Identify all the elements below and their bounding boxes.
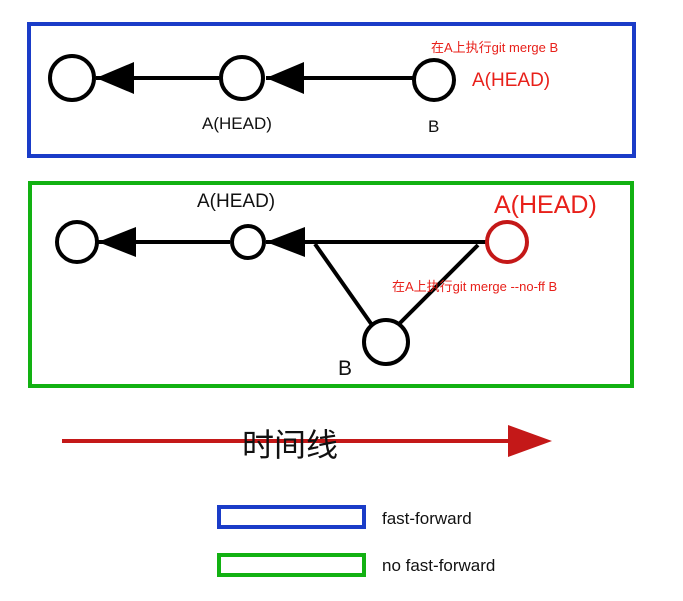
timeline-label: 时间线 <box>242 427 338 463</box>
ff-node-a-label: A(HEAD) <box>202 114 272 133</box>
no-fast-forward-frame <box>28 181 634 388</box>
timeline-arrowhead <box>508 425 552 457</box>
nff-edge-merge-to-b <box>396 243 480 327</box>
nff-commit-b <box>362 318 410 366</box>
nff-node-a-label: A(HEAD) <box>197 191 275 212</box>
no-fast-forward-panel: A(HEAD) A(HEAD) 在A上执行git merge --no-ff B… <box>28 181 634 388</box>
edge-a-to-root-arrowhead <box>96 62 134 94</box>
legend-swatch-no-fast-forward <box>217 553 366 577</box>
commit-a <box>219 55 265 101</box>
nff-node-b-label: B <box>338 357 352 380</box>
nff-edge-merge-to-a-arrowhead <box>266 227 305 257</box>
nff-edge-b-to-fork <box>313 242 374 327</box>
nff-edge-a-to-root-arrowhead <box>98 227 136 257</box>
legend-label-fast-forward: fast-forward <box>382 509 472 528</box>
nff-merge-head-label: A(HEAD) <box>494 191 597 219</box>
ff-command-note: 在A上执行git merge B <box>431 40 558 55</box>
nff-command-note: 在A上执行git merge --no-ff B <box>392 279 557 294</box>
fast-forward-panel: 在A上执行git merge B A(HEAD) A(HEAD) B <box>27 22 636 158</box>
timeline: 时间线 <box>62 425 552 463</box>
commit-root <box>48 54 96 102</box>
legend: fast-forward no fast-forward <box>217 505 495 577</box>
nff-commit-a <box>230 224 266 260</box>
nff-commit-merge <box>485 220 529 264</box>
legend-swatch-fast-forward <box>217 505 366 529</box>
ff-head-label: A(HEAD) <box>472 70 550 91</box>
commit-b <box>412 58 456 102</box>
edge-b-to-a-arrowhead <box>266 62 304 94</box>
nff-commit-root <box>55 220 99 264</box>
ff-node-b-label: B <box>428 117 439 136</box>
fast-forward-frame <box>27 22 636 158</box>
legend-label-no-fast-forward: no fast-forward <box>382 556 495 575</box>
